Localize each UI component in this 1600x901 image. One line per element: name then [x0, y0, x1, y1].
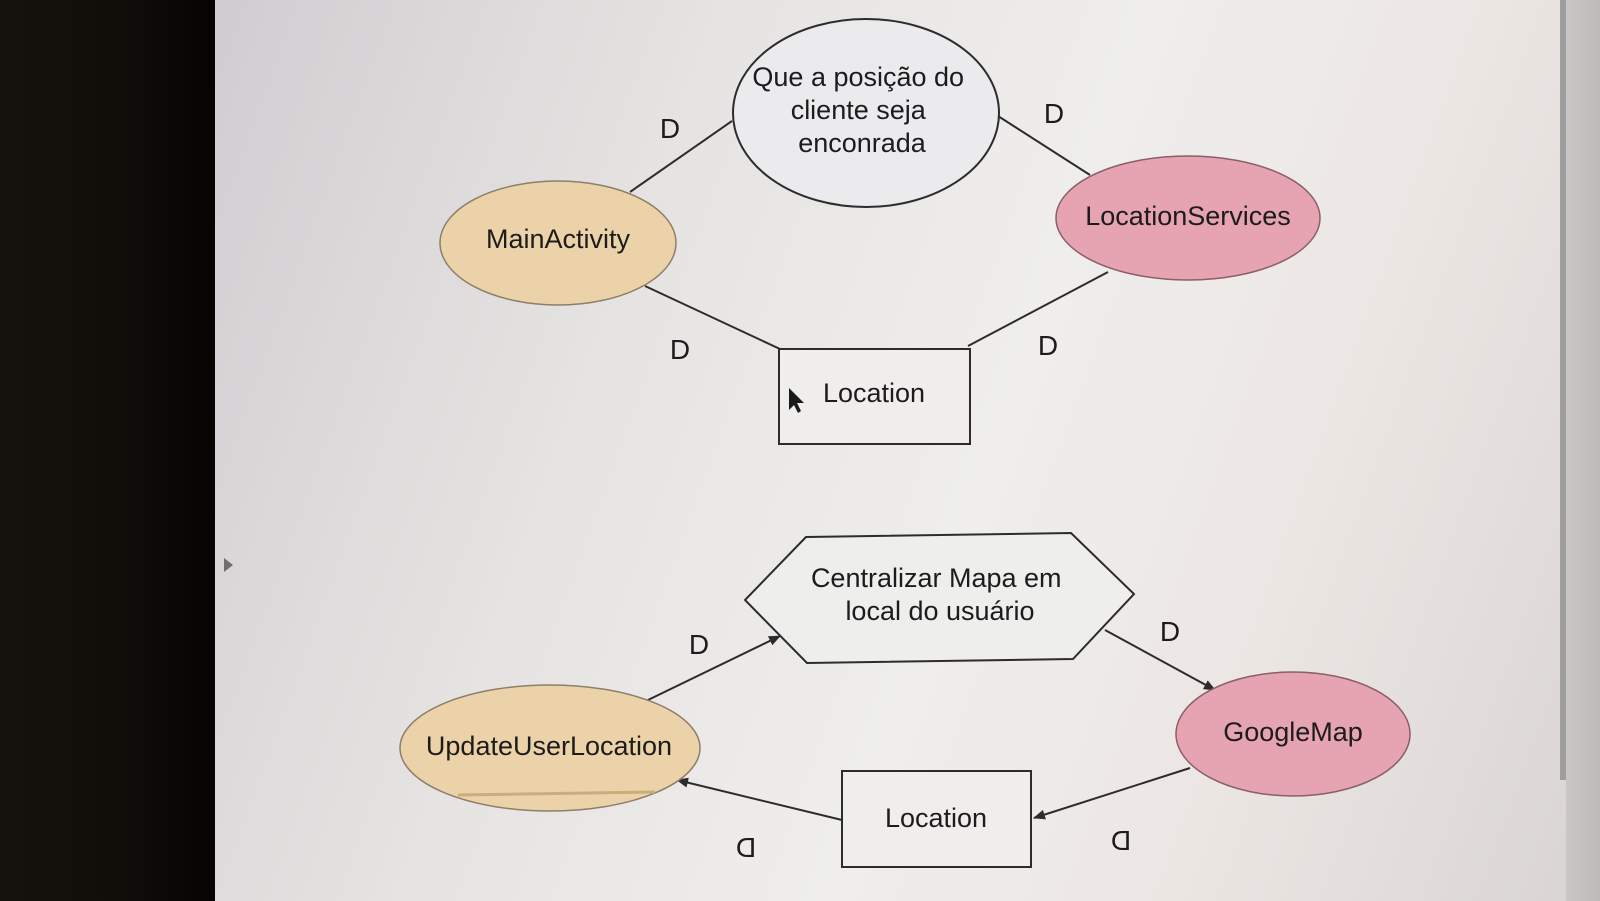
location-resource-top-label: Location: [823, 378, 925, 408]
edge-label-goal-right: D: [1044, 98, 1064, 129]
location-resource-bottom[interactable]: [841, 770, 1032, 868]
locationservices-label: LocationServices: [1085, 201, 1291, 231]
edge-label-left-task: D: [689, 629, 709, 660]
mouse-pointer-icon: [789, 388, 804, 413]
goal-line-3: enconrada: [798, 128, 927, 158]
edge-location-updateuserlocation: [676, 777, 843, 821]
googlemap-actor[interactable]: [1175, 671, 1411, 797]
location-resource-top[interactable]: [778, 348, 971, 445]
locationservices-actor[interactable]: [1055, 155, 1321, 281]
edge-updateuserlocation-task: [647, 635, 781, 701]
screen-edge-strip: [1560, 0, 1566, 780]
task-line-1: Centralizar Mapa em: [811, 563, 1062, 593]
bottom-diagram: Centralizar Mapa em local do usuário Upd…: [399, 531, 1411, 868]
edge-label-resource-left: D: [736, 832, 756, 863]
edge-task-googlemap: [1104, 629, 1216, 691]
task-hexagon[interactable]: [743, 531, 1136, 665]
task-line-2: local do usuário: [845, 596, 1034, 626]
right-bezel: [1566, 0, 1600, 901]
googlemap-label: GoogleMap: [1223, 717, 1363, 747]
edge-mainactivity-location: [644, 285, 781, 350]
edge-googlemap-location: [1033, 767, 1191, 820]
actor-underline: [457, 790, 656, 797]
goal-label: Que a posição do cliente seja enconrada: [752, 62, 971, 158]
mainactivity-label: MainActivity: [486, 224, 631, 254]
edge-label-left-resource: D: [670, 334, 690, 365]
goal-line-1: Que a posição do: [752, 62, 964, 92]
edge-goal-locationservices: [997, 115, 1091, 176]
collapse-arrow-icon[interactable]: [224, 558, 233, 572]
mainactivity-actor[interactable]: [439, 180, 677, 306]
edge-label-task-right: D: [1160, 616, 1180, 647]
monitor-bezel: [0, 0, 215, 901]
goal-line-2: cliente seja: [791, 95, 927, 125]
updateuserlocation-actor[interactable]: [399, 684, 701, 812]
task-label: Centralizar Mapa em local do usuário: [811, 563, 1069, 626]
edge-location-locationservices: [967, 271, 1109, 347]
location-resource-bottom-label: Location: [885, 803, 987, 833]
edge-label-resource-right: D: [1038, 330, 1058, 361]
edge-label-left-goal: D: [660, 113, 680, 144]
goal-ellipse[interactable]: [732, 18, 1000, 208]
updateuserlocation-label: UpdateUserLocation: [426, 731, 672, 761]
edge-mainactivity-goal: [629, 120, 733, 193]
top-diagram: Que a posição do cliente seja enconrada …: [439, 18, 1321, 445]
edge-label-right-resource: D: [1111, 825, 1131, 856]
